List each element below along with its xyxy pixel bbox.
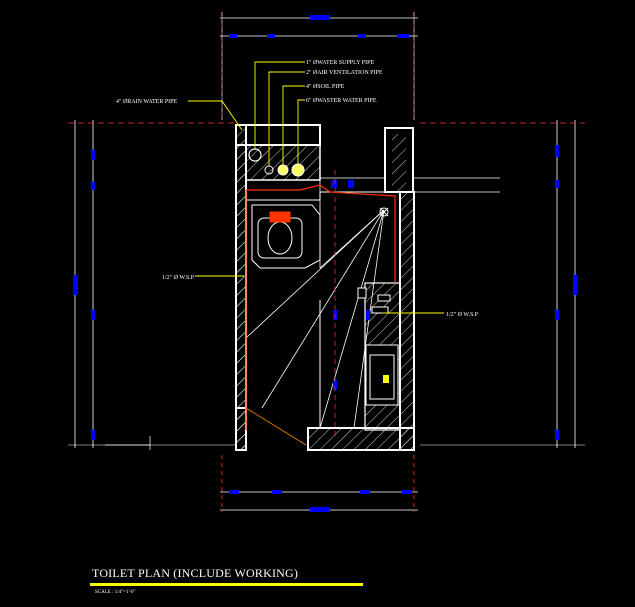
taps <box>357 287 391 314</box>
drawing-title: TOILET PLAN (INCLUDE WORKING) <box>92 566 299 580</box>
leader-lines <box>188 61 444 314</box>
bottom-dimension-lines <box>220 455 418 512</box>
top-dimension-ticks <box>229 15 409 38</box>
center-markers <box>331 180 370 390</box>
shower-rose <box>379 207 389 217</box>
floor-slope-lines <box>245 180 385 446</box>
drawing-scale: SCALE : 1/4"=1'-0" <box>95 590 136 595</box>
label-rain: 4" ØRAIN WATER PIPE <box>116 99 178 105</box>
left-dimension-ticks <box>73 150 95 440</box>
right-dimension-ticks <box>555 145 578 440</box>
label-wsp-right: 1/2" Ø W.S.P <box>446 312 479 318</box>
label-soil: 4" ØSOIL PIPE <box>306 84 345 90</box>
right-dimension-lines <box>420 120 585 448</box>
supply-line <box>245 184 396 430</box>
bottom-dimension-ticks <box>229 490 412 512</box>
corridor-lines <box>105 177 500 450</box>
wash-basin <box>365 344 399 406</box>
label-water-supply: 1" ØWATER SUPPLY PIPE <box>306 60 374 66</box>
label-air-vent: 2" ØAIR VENTILATION PIPE <box>306 70 383 76</box>
left-dimension-lines <box>68 120 236 448</box>
title-underline <box>90 583 363 586</box>
pipe-labels: 1" ØWATER SUPPLY PIPE 2" ØAIR VENTILATIO… <box>116 60 479 318</box>
pipes <box>248 148 305 177</box>
label-wsp-left: 1/2" Ø W.S.P <box>162 275 195 281</box>
wc-pan <box>251 204 321 269</box>
label-waste: 6" ØWASTER WATER PIPE <box>306 98 377 104</box>
